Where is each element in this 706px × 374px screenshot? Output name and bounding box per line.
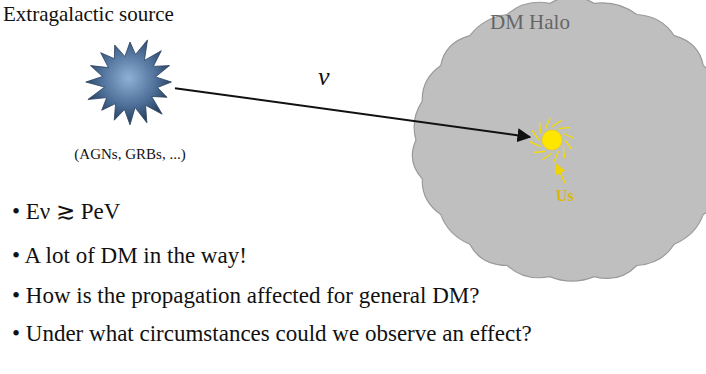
star-shape: [86, 40, 172, 125]
sun-ray: [563, 134, 574, 139]
bullet-point: • A lot of DM in the way!: [12, 242, 247, 270]
source-heading: Extragalactic source: [3, 2, 174, 27]
sun-ray: [554, 151, 559, 162]
earth-sun: Us: [530, 118, 574, 162]
observer-label: Us: [556, 186, 574, 205]
sun-ray: [563, 147, 564, 159]
sun-ray: [532, 130, 539, 140]
sun-symbol: [530, 118, 574, 162]
halo-label: DM Halo: [490, 10, 570, 35]
sun-ray: [559, 128, 571, 129]
sun-ray: [540, 122, 541, 134]
edge-label: ν: [318, 61, 330, 92]
sun-ray: [530, 142, 541, 147]
dm-halo: DM HaloUs: [412, 0, 706, 282]
bullet-point: • Eν ≳ PeV: [12, 198, 120, 226]
source-star: Extragalactic source(AGNs, GRBs, ...): [85, 37, 175, 127]
bullet-point: • Under what circumstances could we obse…: [12, 320, 532, 348]
sun-ray: [542, 153, 552, 160]
sun-ray: [546, 118, 551, 129]
cloud-outline: [412, 0, 706, 281]
source-examples: (AGNs, GRBs, ...): [74, 145, 185, 163]
sun-ray: [534, 151, 546, 152]
sun-ray: [565, 140, 572, 150]
star-burst: [85, 37, 175, 127]
bullet-point: • How is the propagation affected for ge…: [12, 282, 479, 310]
sun-ray: [552, 120, 562, 127]
sun-disk: [542, 130, 562, 150]
